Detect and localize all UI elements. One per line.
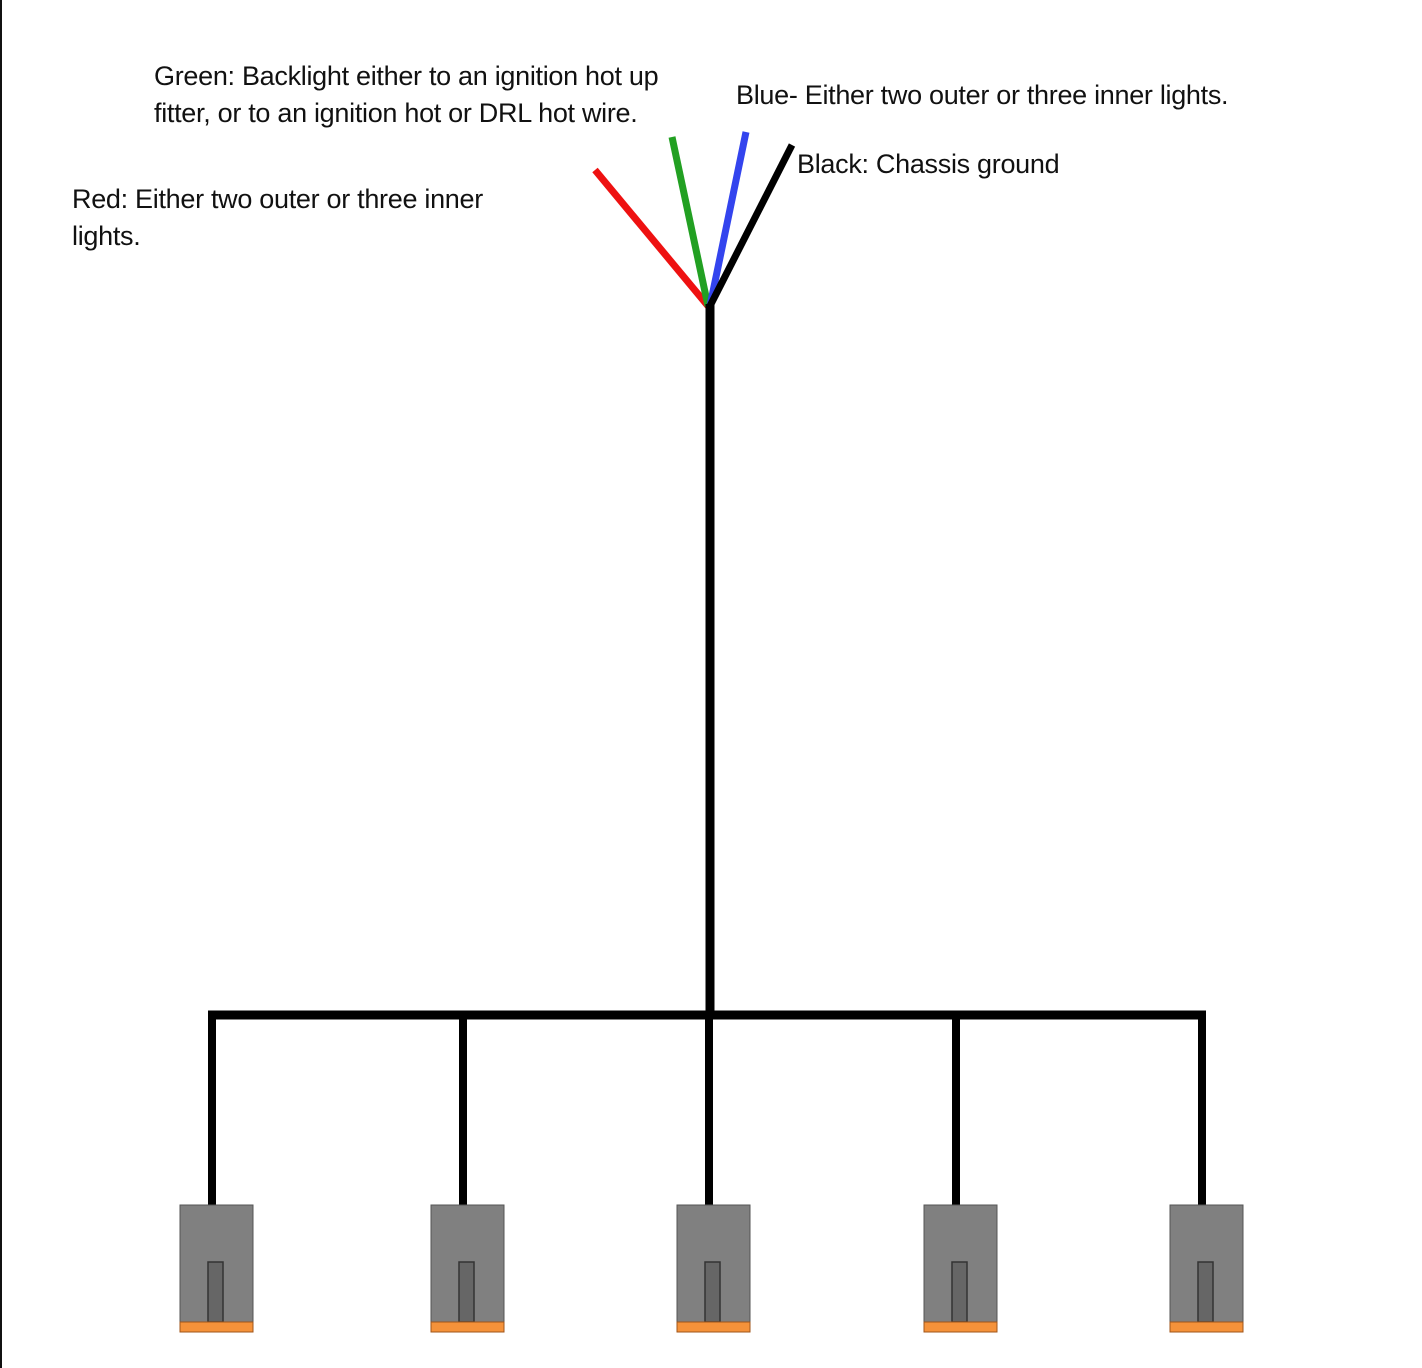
blue-wire <box>706 131 750 307</box>
green-wire-label: Green: Backlight either to an ignition h… <box>154 61 659 128</box>
connector-seal <box>1169 1321 1244 1333</box>
black-wire <box>706 143 796 308</box>
connector <box>179 1204 254 1333</box>
connector-slot <box>1197 1261 1214 1323</box>
connector-seal <box>430 1321 505 1333</box>
connector <box>923 1204 998 1333</box>
red-wire <box>592 167 711 309</box>
connector-drops <box>208 1013 1206 1206</box>
connector-seal <box>676 1321 751 1333</box>
green-wire <box>668 136 712 307</box>
connector-slot <box>951 1261 968 1323</box>
connector <box>430 1204 505 1333</box>
blue-wire-label: Blue- Either two outer or three inner li… <box>736 80 1229 110</box>
input-wires <box>592 131 796 309</box>
left-border <box>0 0 2 1368</box>
connector-slot <box>704 1261 721 1323</box>
red-wire-label: Red: Either two outer or three inner lig… <box>72 184 483 251</box>
connector <box>1169 1204 1244 1333</box>
connector-seal <box>179 1321 254 1333</box>
black-wire-label: Black: Chassis ground <box>797 149 1060 179</box>
connector-slot <box>458 1261 475 1323</box>
connector <box>676 1204 751 1333</box>
connectors <box>179 1204 1244 1333</box>
connector-seal <box>923 1321 998 1333</box>
connector-slot <box>207 1261 224 1323</box>
